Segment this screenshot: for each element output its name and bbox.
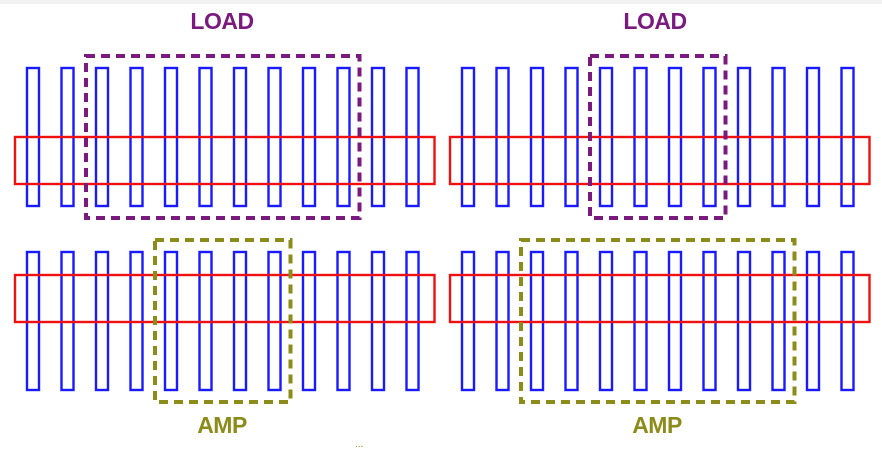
top-strip (0, 0, 882, 4)
amp-highlight-box (153, 238, 293, 404)
amp-label-right: AMP (632, 412, 682, 438)
finger-array-top-left (13, 54, 436, 220)
amp-highlight-box (519, 238, 797, 404)
load-highlight-box (84, 54, 362, 220)
finger-array-top-right (448, 54, 871, 220)
load-label-right: LOAD (623, 8, 687, 34)
diffusion-bar (13, 135, 436, 186)
load-label-left: LOAD (190, 8, 254, 34)
finger-array-bottom-right (448, 238, 871, 404)
diffusion-bar (448, 273, 871, 324)
finger-array-bottom-left (13, 238, 436, 404)
amp-label-left: AMP (197, 412, 247, 438)
diffusion-bar (13, 273, 436, 324)
diffusion-bar (448, 135, 871, 186)
load-highlight-box (588, 54, 728, 220)
stray-mark: ... (355, 439, 364, 450)
